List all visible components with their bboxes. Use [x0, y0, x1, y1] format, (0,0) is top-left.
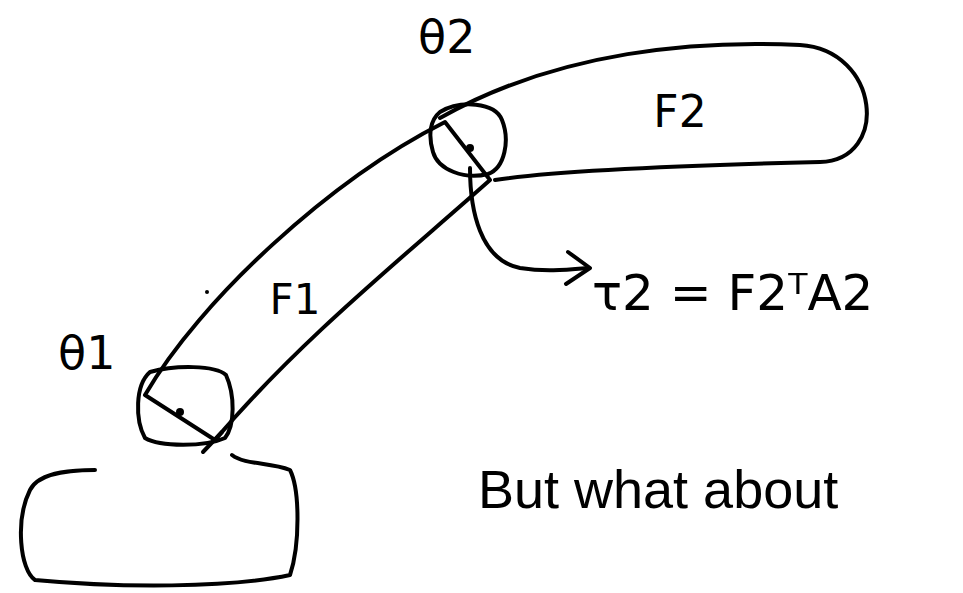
force-label: F1	[270, 279, 321, 321]
sketch-note: θ1	[58, 330, 115, 376]
link-shape: F1	[130, 105, 510, 455]
base-blob	[21, 455, 298, 585]
stray-dot	[205, 290, 209, 294]
force-label: F2	[653, 90, 706, 134]
sketch-note: τ2 = F2ᵀA2	[592, 268, 873, 318]
link-shape: F2	[425, 35, 895, 190]
link-outline-path	[145, 122, 490, 440]
arrow-head	[566, 252, 590, 284]
link-outline-path	[440, 44, 867, 180]
sketch-note: θ2	[418, 14, 475, 60]
sketch-note: But what about	[478, 462, 838, 516]
